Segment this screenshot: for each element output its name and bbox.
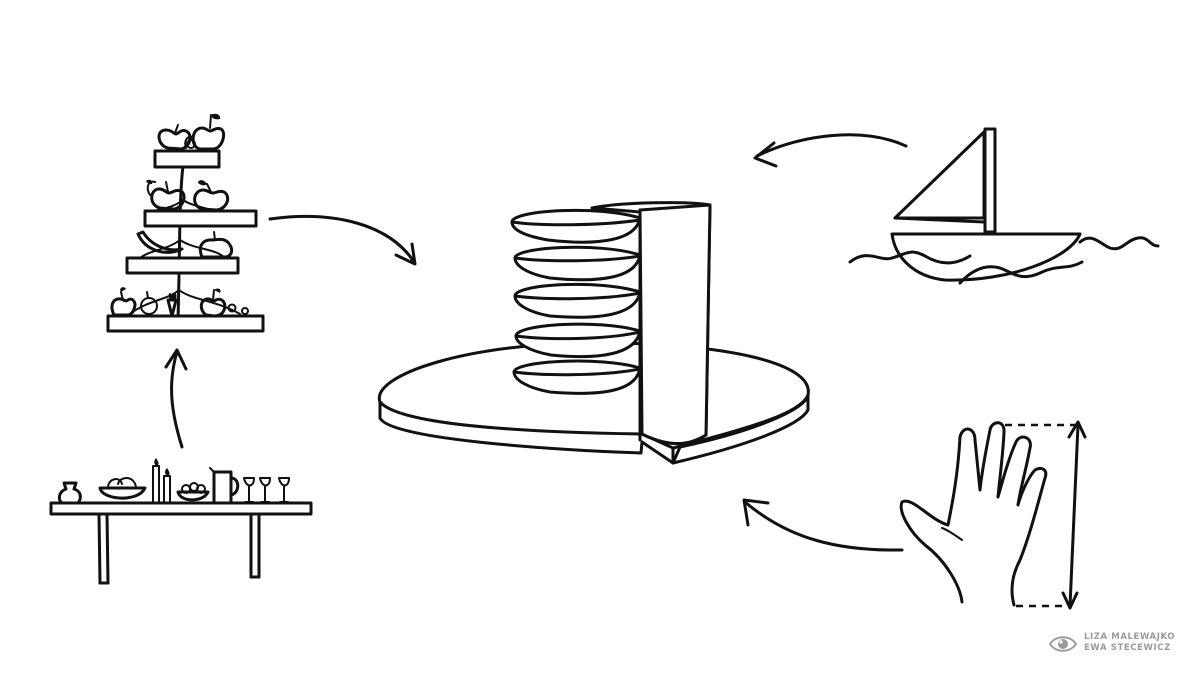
apple-icon	[193, 180, 230, 212]
pepper-icon	[198, 231, 234, 259]
arrow-table-to-stand	[164, 348, 188, 449]
hand-with-measurement	[899, 420, 1087, 610]
eye-logo-icon	[1048, 636, 1078, 652]
apple-icon	[150, 181, 186, 211]
apple-icon	[191, 113, 226, 151]
carrot-icon	[166, 292, 178, 318]
sailboat	[753, 127, 1160, 285]
fruit-stand	[106, 113, 265, 333]
arrow-hand-to-tower	[742, 498, 904, 552]
glass-icon	[259, 477, 271, 503]
bowl-icon	[98, 477, 147, 504]
arrow-stand-to-tower	[268, 215, 417, 266]
jug-icon	[209, 467, 240, 505]
glass-icon	[243, 477, 255, 503]
glass-icon	[278, 477, 290, 503]
table-with-dishes	[49, 458, 313, 585]
vase-icon	[57, 481, 82, 505]
small-bowl-icon	[176, 482, 210, 502]
credit-author-1: LIZA MALEWAJKO	[1084, 632, 1176, 642]
candles-icon	[152, 458, 171, 504]
apple-icon	[157, 124, 192, 151]
credits: LIZA MALEWAJKO EWA STECEWICZ	[1048, 631, 1188, 657]
plate-tower	[377, 201, 810, 465]
apple-icon	[110, 287, 137, 317]
credit-author-2: EWA STECEWICZ	[1084, 643, 1171, 653]
banana-icon	[136, 230, 184, 254]
apple-icon	[199, 288, 227, 318]
